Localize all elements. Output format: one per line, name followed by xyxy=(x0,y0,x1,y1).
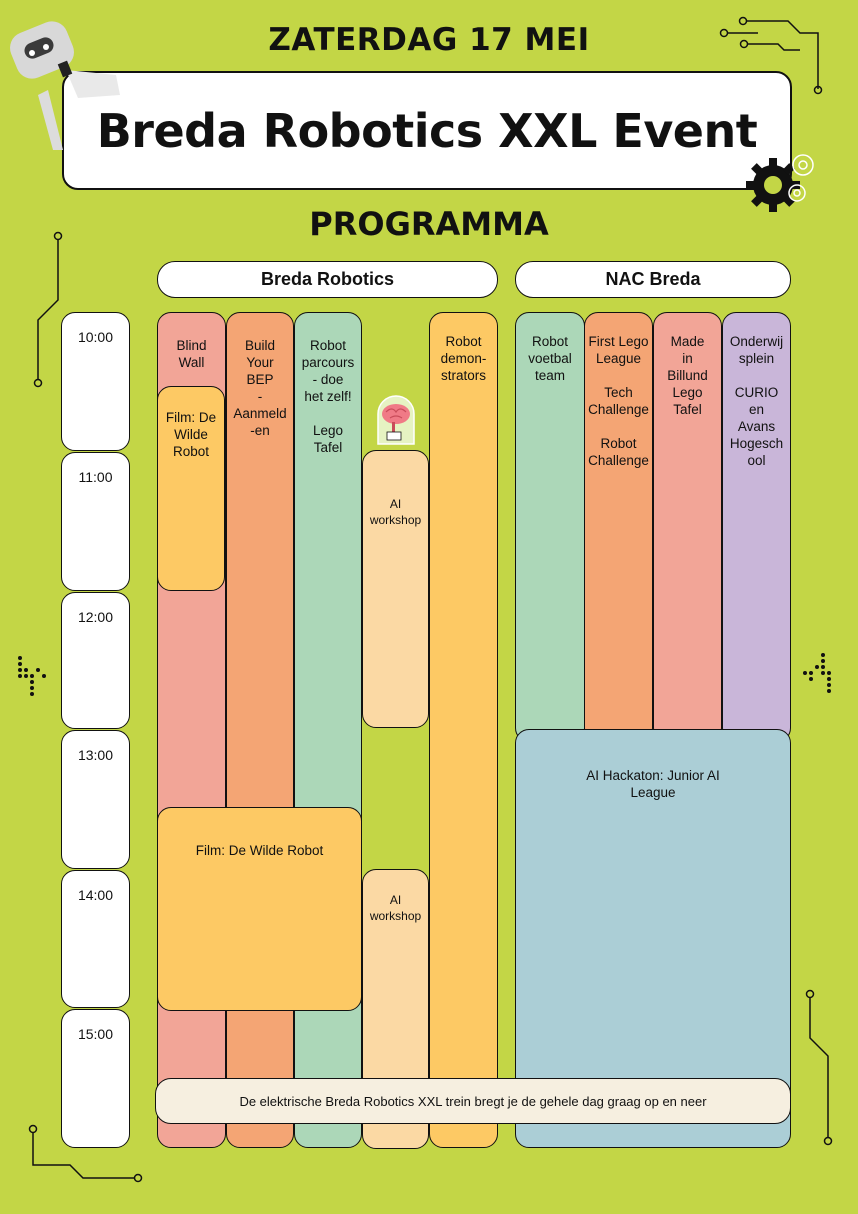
column-made-in-billund: Made in Billund Lego Tafel xyxy=(653,312,722,742)
column-robot-voetbal: Robot voetbal team xyxy=(515,312,585,742)
gear-icon xyxy=(746,154,814,212)
brain-jar-icon xyxy=(377,395,415,445)
circuit-icon xyxy=(805,989,833,1146)
circuit-icon xyxy=(28,1124,143,1183)
title-box: Breda Robotics XXL Event xyxy=(62,71,792,190)
time-slot: 13:00 xyxy=(61,730,130,869)
banner-text: De elektrische Breda Robotics XXL trein … xyxy=(239,1093,707,1109)
dot-pattern-icon xyxy=(803,653,831,693)
group-label: NAC Breda xyxy=(605,269,701,289)
block-film-morning: Film: De Wilde Robot xyxy=(157,386,225,591)
block-ai-workshop-1: AI workshop xyxy=(362,450,429,728)
column-build-bep: Build Your BEP - Aanmeld -en xyxy=(226,312,294,1148)
train-banner: De elektrische Breda Robotics XXL trein … xyxy=(155,1078,791,1124)
circuit-icon xyxy=(719,16,823,95)
time-slot: 10:00 xyxy=(61,312,130,451)
time-slot: 12:00 xyxy=(61,592,130,729)
time-slot: 14:00 xyxy=(61,870,130,1008)
time-slot: 15:00 xyxy=(61,1009,130,1148)
column-first-lego: First Lego League Tech Challenge Robot C… xyxy=(584,312,653,742)
event-title: Breda Robotics XXL Event xyxy=(96,103,758,158)
circuit-icon xyxy=(33,231,63,388)
dot-pattern-icon xyxy=(18,656,46,696)
group-label: Breda Robotics xyxy=(260,269,395,289)
time-slot: 11:00 xyxy=(61,452,130,591)
column-robot-parcours: Robot parcours - doe het zelf! Lego Tafe… xyxy=(294,312,362,1148)
column-onderwijsplein: Onderwij splein CURIO en Avans Hogesch o… xyxy=(722,312,791,742)
block-film-afternoon: Film: De Wilde Robot xyxy=(157,807,362,1011)
group-header-nac: NAC Breda xyxy=(515,261,791,298)
column-robot-demonstrators: Robot demon- strators xyxy=(429,312,498,1148)
event-date: ZATERDAG 17 MEI xyxy=(268,22,590,58)
section-title: PROGRAMMA xyxy=(309,205,549,243)
robot-icon xyxy=(10,21,120,150)
group-header-breda: Breda Robotics xyxy=(157,261,498,298)
